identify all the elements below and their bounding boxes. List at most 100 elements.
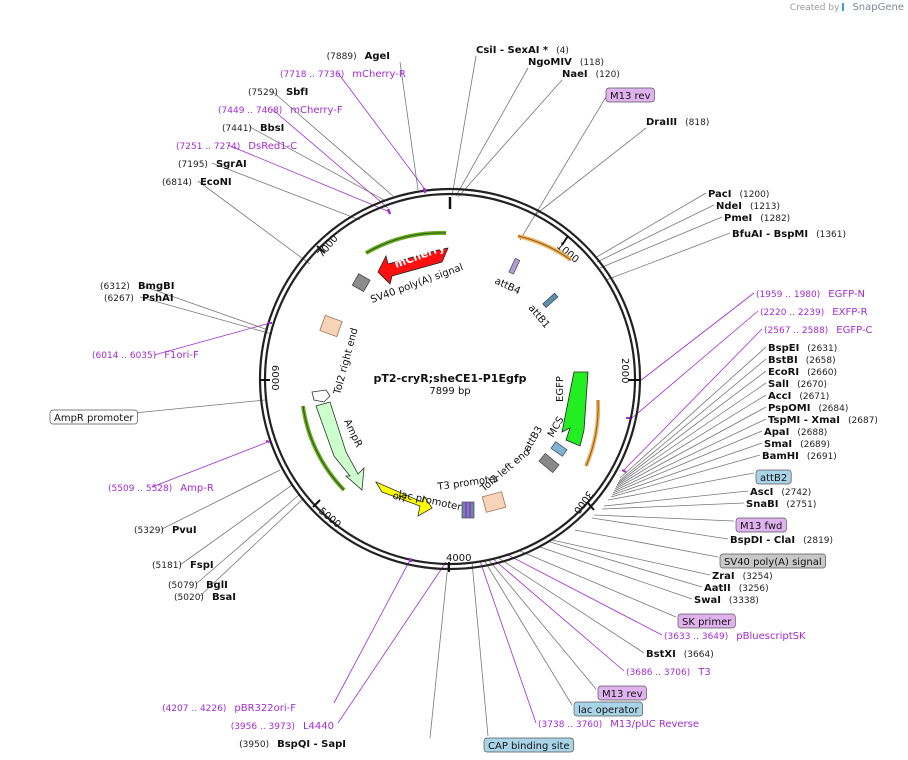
label-naei[interactable]: NaeI (120) (562, 69, 620, 80)
leader-line-swai (539, 546, 693, 600)
leader-line-sbfi (271, 90, 394, 197)
label-l4440[interactable]: L4440(3956 .. 3973) (231, 721, 334, 732)
label-tspmi[interactable]: TspMI - XmaI (2687) (768, 415, 878, 426)
label-bfuai[interactable]: BfuAI - BspMI(1361) (732, 229, 846, 240)
label-aatii[interactable]: AatII(3256) (704, 583, 769, 594)
leader-line-m13rev_top (519, 96, 607, 241)
label-agei[interactable]: AgeI(7889) (327, 51, 390, 62)
label-num-tspmi: (2687) (848, 416, 878, 426)
label-attb2[interactable]: attB2 (755, 469, 792, 485)
label-bspei[interactable]: BspEI (2631) (768, 343, 837, 354)
label-ndei[interactable]: NdeI(1213) (716, 201, 780, 212)
label-text-tspmi: TspMI - XmaI (768, 415, 840, 426)
label-text-mcherryf: mCherry-F (290, 105, 343, 116)
label-bstxi[interactable]: BstXI(3664) (646, 649, 714, 660)
label-sbfi[interactable]: SbfI(7529) (248, 87, 308, 98)
label-t3[interactable]: T3(3686 .. 3706) (626, 667, 711, 678)
label-text-dsred1c: DsRed1-C (248, 141, 297, 152)
label-swai[interactable]: SwaI(3338) (694, 595, 759, 606)
label-text-m13puc: M13/pUC Reverse (610, 719, 699, 730)
label-num-ndei: (1213) (750, 202, 780, 212)
label-paci[interactable]: PacI(1200) (708, 189, 769, 200)
label-bamhi[interactable]: BamHI(2691) (762, 451, 837, 462)
label-ampr_primer[interactable]: Amp-R(5509 .. 5528) (108, 483, 214, 494)
label-snabi[interactable]: SnaBI(2751) (746, 499, 816, 510)
primer-arcs (301, 230, 601, 492)
label-apai[interactable]: ApaI(2688) (764, 427, 827, 438)
label-csii[interactable]: CsiI - SexAI *(4) (476, 45, 569, 56)
label-text-naei: NaeI (562, 69, 588, 80)
label-fspi[interactable]: FspI(5181) (152, 560, 214, 571)
label-m13rev_bot[interactable]: M13 rev (597, 685, 647, 701)
label-num-exfpr: (2220 .. 2239) (760, 308, 824, 318)
attb4-marker (508, 257, 521, 275)
label-sgrai[interactable]: SgrAI(7195) (178, 159, 247, 170)
label-pbr322[interactable]: pBR322ori-F(4207 .. 4226) (162, 703, 296, 714)
label-egfpn[interactable]: EGFP-N(1959 .. 1980) (756, 289, 865, 300)
label-ngomiv[interactable]: NgoMIV(118) (528, 57, 604, 68)
label-pspomi[interactable]: PspOMI(2684) (768, 403, 848, 414)
label-skprimer[interactable]: SK primer (677, 613, 736, 629)
label-text-attb2: attB2 (760, 473, 787, 484)
leader-line-attb2 (607, 472, 755, 501)
label-num-t3: (3686 .. 3706) (626, 668, 690, 678)
label-mcherryr[interactable]: mCherry-R(7718 .. 7736) (280, 69, 406, 80)
label-text-apai: ApaI (764, 427, 789, 438)
label-zrai[interactable]: ZraI(3254) (712, 571, 773, 582)
label-ecori[interactable]: EcoRI(2660) (768, 367, 837, 378)
leader-line-m13fwd (593, 514, 735, 522)
label-egfpc[interactable]: EGFP-C(2567 .. 2588) (764, 325, 873, 336)
leader-line-tspmi (613, 418, 767, 492)
label-asci[interactable]: AscI(2742) (750, 487, 811, 498)
label-bbsi[interactable]: BbsI(7441) (222, 123, 284, 134)
leader-line-pmei (599, 216, 723, 269)
leader-line-pspomi (614, 406, 767, 490)
label-pshai[interactable]: PshAI(6267) (104, 293, 174, 304)
leader-line-m13rev_bot (487, 558, 597, 690)
label-num-csii: (4) (556, 46, 569, 56)
label-bgli[interactable]: BglI(5079) (168, 580, 228, 591)
label-draiii[interactable]: DraIII(818) (646, 117, 709, 128)
label-bstbi[interactable]: BstBI(2658) (768, 355, 836, 366)
leader-line-skprimer (519, 550, 677, 618)
label-dsred1c[interactable]: DsRed1-C(7251 .. 7274) (176, 141, 297, 152)
egfp-label: EGFP (555, 376, 566, 402)
label-bmgbi[interactable]: BmgBI(6312) (100, 281, 174, 292)
lac-promoter-label: lac promoter (397, 489, 463, 513)
leader-line-bspqi (429, 563, 449, 739)
label-bsai[interactable]: BsaI(5020) (174, 592, 236, 603)
label-bspdi[interactable]: BspDI - ClaI(2819) (730, 535, 833, 546)
leader-line-sgrai (211, 162, 361, 221)
label-m13rev_top[interactable]: M13 rev (605, 87, 655, 103)
label-text-fspi: FspI (190, 560, 214, 571)
label-num-bspei: (2631) (807, 344, 837, 354)
label-acci[interactable]: AccI(2671) (768, 391, 829, 402)
label-f1orif[interactable]: F1ori-F(6014 .. 6035) (92, 350, 199, 361)
label-exfpr[interactable]: EXFP-R(2220 .. 2239) (760, 307, 868, 318)
label-text-sv40_right: SV40 poly(A) signal (724, 557, 822, 568)
label-pmei[interactable]: PmeI(1282) (724, 213, 790, 224)
label-num-naei: (120) (596, 70, 620, 80)
label-pbluescriptsk[interactable]: pBluescriptSK(3633 .. 3649) (664, 631, 806, 642)
label-m13puc[interactable]: M13/pUC Reverse(3738 .. 3760) (538, 719, 699, 730)
leader-line-mcherryf (271, 108, 389, 209)
label-lacop[interactable]: lac operator (573, 701, 643, 717)
leader-line-ampr_primer (151, 441, 269, 488)
label-mcherryf[interactable]: mCherry-F(7449 .. 7468) (218, 105, 343, 116)
label-econi[interactable]: EcoNI(6814) (162, 177, 232, 188)
label-text-bspei: BspEI (768, 343, 799, 354)
label-num-bamhi: (2691) (807, 452, 837, 462)
label-bspqi[interactable]: BspQI - SapI(3950) (239, 739, 346, 750)
label-sali[interactable]: SalI(2670) (768, 379, 827, 390)
label-sv40_right[interactable]: SV40 poly(A) signal (719, 553, 827, 569)
label-text-bgli: BglI (206, 580, 228, 591)
label-pvui[interactable]: PvuI(5329) (134, 525, 197, 536)
label-num-bspqi: (3950) (239, 740, 269, 750)
label-capsite[interactable]: CAP binding site (483, 737, 574, 753)
label-smai[interactable]: SmaI(2689) (764, 439, 830, 450)
label-m13fwd[interactable]: M13 fwd (735, 517, 787, 533)
label-text-bsai: BsaI (212, 592, 236, 603)
label-amppromoter[interactable]: AmpR promoter (49, 409, 138, 425)
label-num-snabi: (2751) (786, 500, 816, 510)
